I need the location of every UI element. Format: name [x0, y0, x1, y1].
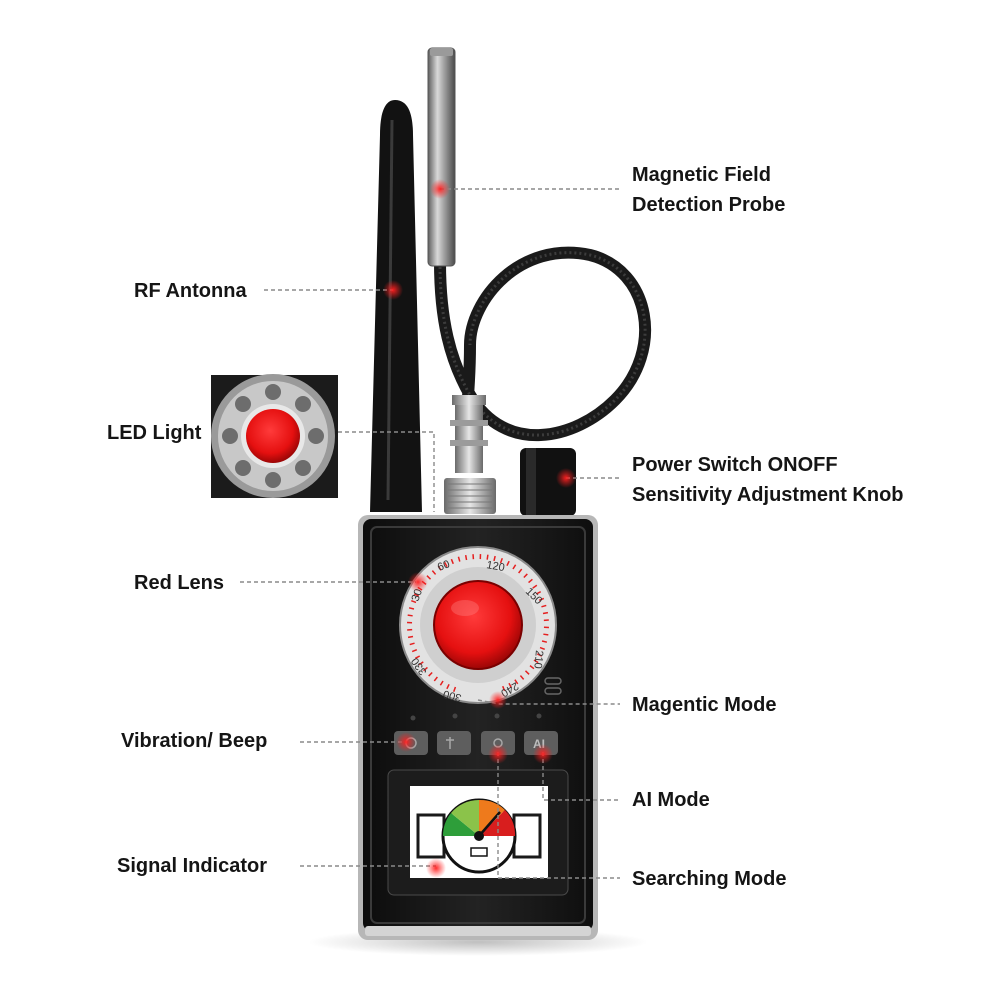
dial-tick	[532, 584, 538, 589]
battery-icon	[470, 847, 488, 857]
dial-tick-label: 120	[485, 559, 505, 574]
dial-tick	[486, 554, 489, 560]
dial-tick	[502, 685, 506, 692]
dial-tick	[437, 565, 442, 571]
probe-connector	[444, 395, 496, 514]
dial-tick	[411, 600, 417, 604]
magnetic-probe	[427, 47, 456, 267]
dial-tick	[431, 570, 437, 575]
dial-tick	[439, 680, 444, 686]
label-power-switch-line1: Power Switch ONOFF	[632, 454, 838, 476]
dial-tick-label: 60	[436, 558, 452, 573]
label-searching-mode: Searching Mode	[632, 868, 787, 890]
dial-tick	[528, 578, 533, 584]
lens-dial: 60 120 150 210 240 300 330 30	[399, 546, 557, 704]
dial-tick	[499, 558, 503, 564]
label-magnetic-mode: Magentic Mode	[632, 694, 777, 716]
beep-button	[437, 731, 471, 755]
dial-tick	[542, 611, 549, 615]
dial-tick	[446, 683, 450, 690]
dial-tick-label: 300	[442, 687, 463, 703]
dial-tick	[453, 686, 457, 692]
label-red-lens: Red Lens	[134, 572, 225, 594]
power-knob	[520, 448, 576, 516]
led-ring-inset	[211, 374, 338, 498]
dial-tick	[538, 597, 545, 601]
dial-tick	[444, 561, 448, 568]
label-led-light: LED Light	[107, 422, 202, 444]
dial-tick	[457, 556, 461, 562]
dial-tick	[423, 666, 428, 672]
label-magnetic-probe-line2: Detection Probe	[632, 194, 786, 216]
dial-tick	[464, 554, 468, 561]
dial-tick	[411, 649, 418, 653]
callout-markers	[383, 179, 576, 878]
dial-tick	[407, 635, 414, 639]
dial-tick	[524, 670, 530, 675]
dial-tick	[543, 633, 549, 636]
dial-tick	[514, 679, 519, 685]
dial-tick	[433, 676, 438, 682]
dial-tick	[506, 560, 510, 567]
dial-tick	[518, 568, 523, 574]
dial-tick	[409, 642, 415, 646]
label-signal-indicator: Signal Indicator	[117, 855, 268, 877]
callout-lines	[240, 188, 620, 879]
label-magnetic-probe-line1: Magnetic Field	[632, 164, 771, 186]
dial-tick-label: 210	[531, 650, 545, 669]
label-power-switch-line2: Sensitivity Adjustment Knob	[632, 484, 904, 506]
display-screen	[387, 769, 569, 896]
dial-tick	[450, 558, 454, 565]
dial-tick	[541, 640, 548, 643]
dial-tick	[529, 665, 535, 670]
dial-tick	[535, 591, 542, 595]
dial-tick	[493, 555, 496, 562]
red-lens	[433, 580, 523, 670]
dial-tick	[539, 646, 545, 650]
label-vibration-beep: Vibration/ Beep	[121, 730, 268, 752]
dial-tick	[541, 604, 547, 608]
label-ai-mode: AI Mode	[632, 789, 710, 811]
dial-tick	[426, 575, 432, 580]
label-rf-antenna: RF Antonna	[134, 280, 247, 302]
dial-tick	[519, 675, 525, 680]
dial-tick	[414, 655, 421, 659]
dial-tick	[418, 661, 424, 666]
dial-tick	[428, 671, 433, 677]
dial-tick	[512, 564, 517, 570]
dial-tick	[413, 593, 420, 597]
dial-tick	[533, 659, 539, 664]
dial-tick	[407, 614, 413, 617]
dial-tick	[408, 607, 415, 610]
rf-antenna	[370, 100, 422, 512]
dial-tick	[523, 573, 528, 579]
dial-tick	[508, 682, 512, 689]
dial-tick	[536, 653, 543, 657]
